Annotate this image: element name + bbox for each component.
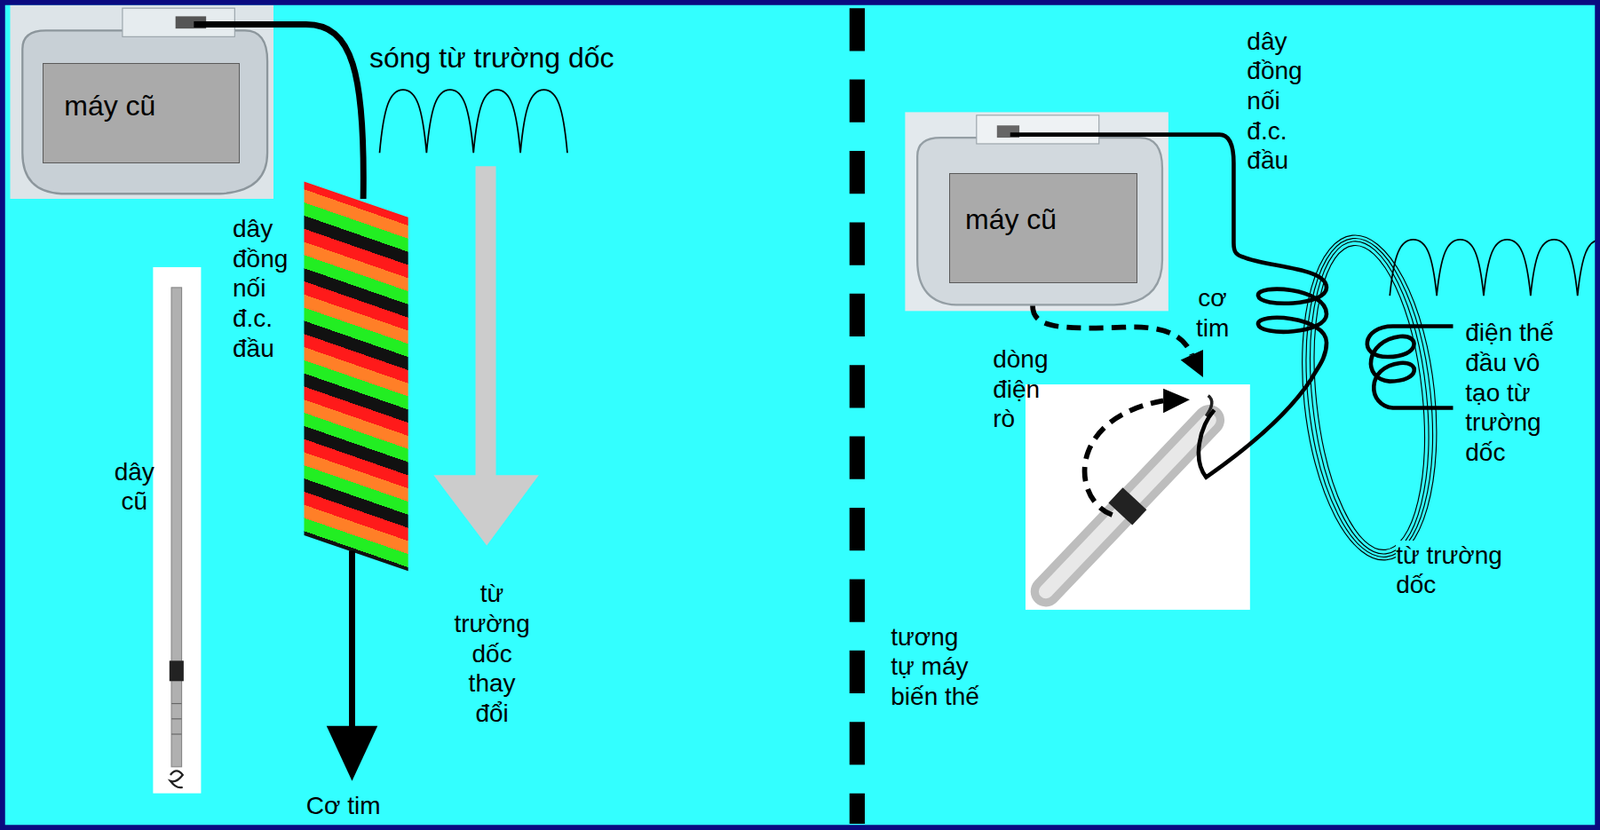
device-box: máy cũ [949,173,1139,284]
annotation-label: điện thế đầu vô tạo từ trường dốc [1465,317,1570,468]
lead-body [171,287,182,768]
field-arrow-head [433,475,539,546]
secondary-coil [1367,326,1454,409]
annotation-label: dây đồng nối đ.c. đầu [232,213,288,364]
device-body [22,30,268,194]
lead-ring [171,718,182,720]
annotation-label: từ trường dốc [1395,540,1516,601]
field-line [1287,229,1452,568]
lead-band [169,660,184,682]
leak-current-arrow [1032,306,1192,356]
device-label: máy cũ [63,88,156,123]
photo-ground [904,111,1169,311]
lead-wire [348,550,356,729]
annotation-label: tương tự máy biến thế [890,622,989,713]
field-line [1291,231,1448,563]
lead-body [1045,419,1210,592]
field-line [1296,235,1443,560]
device-label: máy cũ [965,202,1057,237]
annotation-label: cơ tim [1196,283,1229,343]
leak-current-arrow [1085,400,1165,515]
photo-ground [1025,384,1251,610]
photo-ground [152,267,201,794]
lead-band [1120,499,1135,515]
photo-ground [9,5,274,199]
pacemaker-picture [904,111,1169,311]
device-box: máy cũ [42,63,240,164]
device-header [976,115,1100,144]
annotation-label: dây đồng nối đ.c. đầu [1246,26,1302,176]
annotation-label: sóng từ trường dốc [369,40,615,75]
lead-tip [170,770,183,788]
arrow-head [1180,349,1204,378]
annotation-label: dòng điện rò [992,344,1048,435]
lead-body [1045,419,1210,592]
magnetic-field-lines [1287,229,1452,568]
lead-ring [171,703,182,705]
wave-symbol [1389,239,1600,296]
field-line [1300,239,1439,555]
copper-coil [303,181,408,571]
arrow-head [326,726,378,782]
lead-ring [171,733,182,735]
lead-picture [1025,384,1251,610]
annotation-label: dây cũ [114,457,155,517]
device-body [917,137,1163,305]
annotation-label: Cơ tim [306,791,381,822]
field-arrow [475,166,497,477]
arrow-head [1163,388,1190,414]
old-lead-picture [152,267,201,794]
wave-symbol [380,89,568,153]
annotation-label: từ trường dốc thay đổi [453,578,530,729]
divider-line [849,7,865,824]
pacemaker-picture [9,5,274,199]
